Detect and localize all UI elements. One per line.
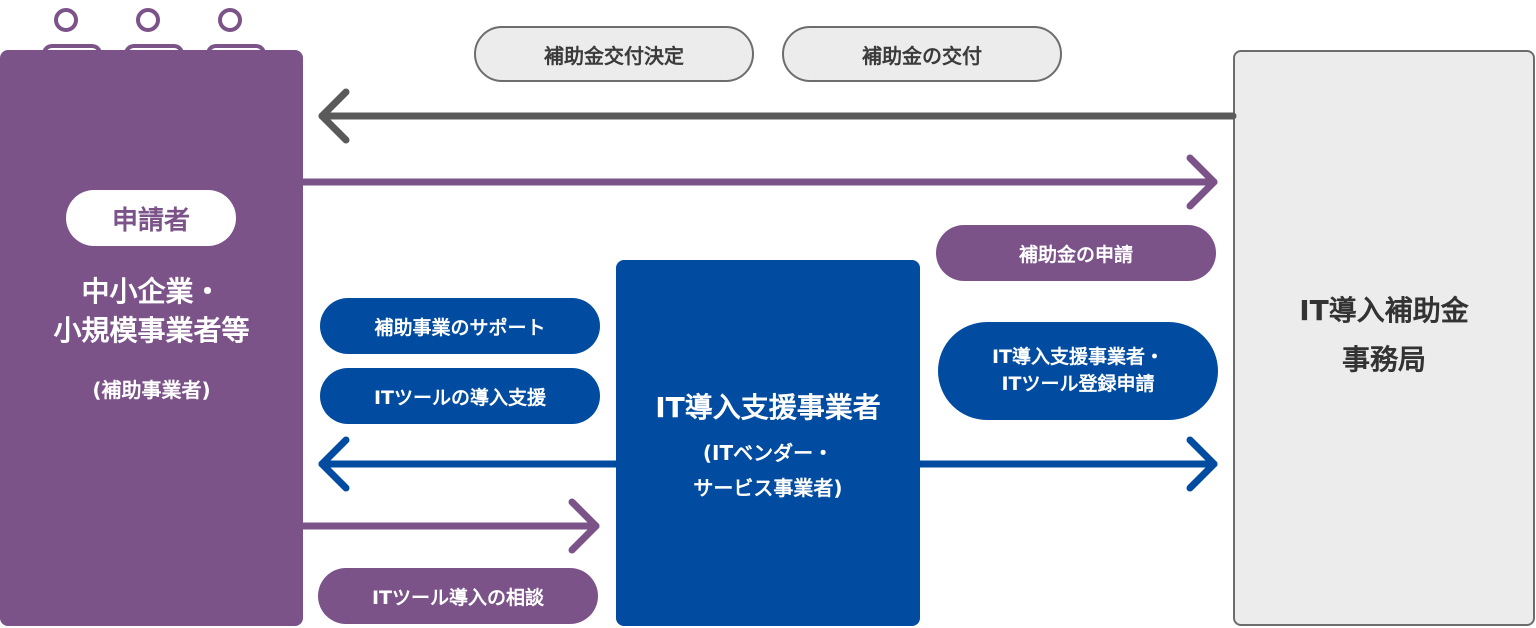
office-box [1233, 50, 1535, 626]
vendor-box [616, 260, 920, 626]
arrow-grant-to-applicant [318, 88, 1237, 144]
tool-support-label: ITツールの導入支援 [320, 368, 600, 424]
grant-application-label: 補助金の申請 [936, 225, 1216, 281]
arrow-registration-to-office [916, 436, 1218, 492]
arrow-consultation-to-vendor [299, 498, 600, 554]
applicant-subtitle: (補助事業者) [92, 378, 211, 402]
grant-decision-label: 補助金交付決定 [474, 26, 754, 82]
consultation-label: ITツール導入の相談 [318, 568, 598, 624]
vendor-registration-label: IT導入支援事業者・ ITツール登録申請 [938, 322, 1218, 420]
grant-payment-label: 補助金の交付 [782, 26, 1062, 82]
support-label: 補助事業のサポート [320, 298, 600, 354]
arrow-support-to-applicant [318, 436, 620, 492]
applicant-title: 中小企業・ 小規模事業者等 [53, 275, 250, 348]
office-title: IT導入補助金 事務局 [1299, 294, 1469, 376]
arrow-application-to-office [299, 154, 1218, 210]
vendor-title: IT導入支援事業者 [655, 391, 881, 424]
applicant-badge: 申請者 [66, 190, 236, 246]
applicant-box [0, 50, 303, 626]
vendor-subtitle: (ITベンダー・ サービス事業者) [693, 441, 843, 500]
